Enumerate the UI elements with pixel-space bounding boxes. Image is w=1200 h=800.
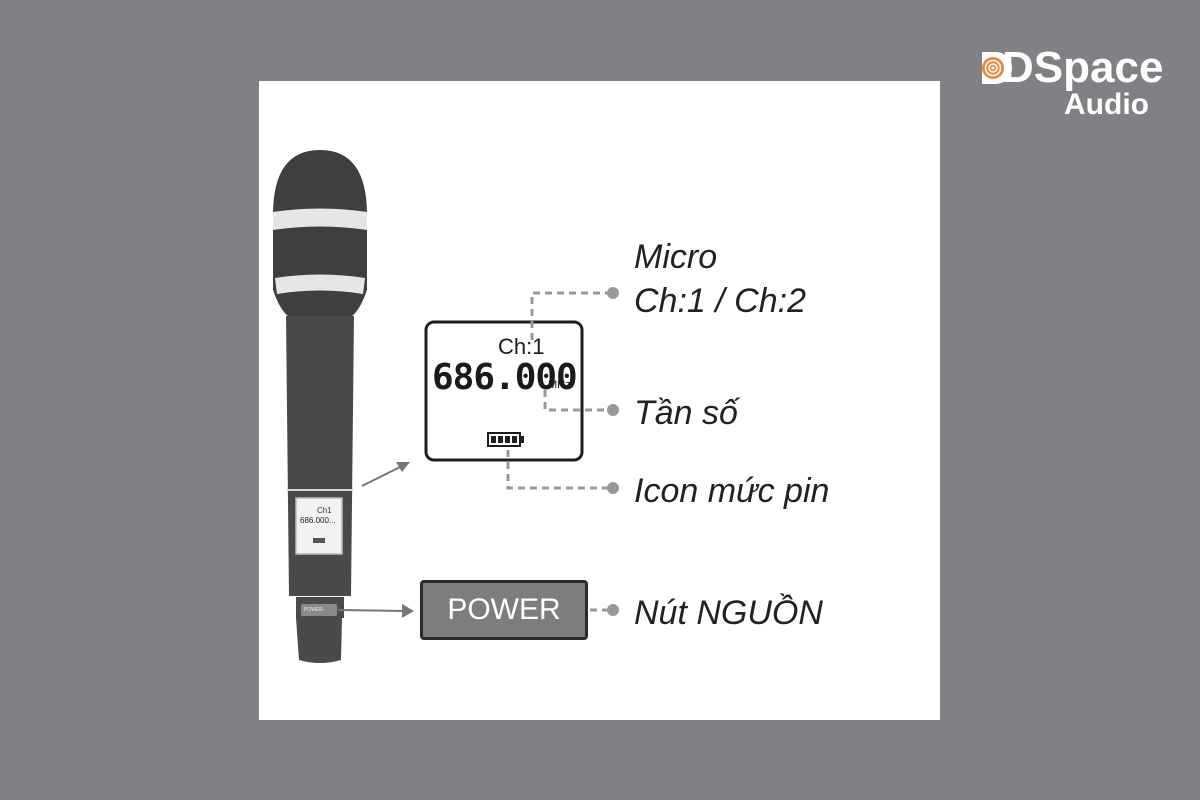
leader-dots [607,287,619,616]
mini-power-label: POWER [304,607,323,613]
leader-lines [506,291,608,612]
leader-frequency [543,390,608,412]
callout-power: Nút NGUỒN [634,594,823,632]
callout-micro-line2: Ch:1 / Ch:2 [634,282,806,320]
zoom-arrow [361,462,410,487]
diagram-panel [259,81,940,720]
mini-display-channel: Ch1 [317,506,332,515]
callout-battery: Icon mức pin [634,472,830,510]
brand-logo: DSpace Audio [976,42,1176,122]
microphone-body [286,316,354,663]
lcd-display-frame [424,320,584,462]
mini-battery-icon [313,538,325,543]
leader-micro [530,291,608,340]
callout-micro-line1: Micro [634,238,718,276]
battery-full-icon [487,432,524,447]
lcd-frequency: 686.000 [432,357,578,398]
power-arrow [337,604,414,618]
dspace-logo-mark-icon [982,52,1012,84]
leader-battery [506,450,608,490]
power-button[interactable]: POWER [420,580,588,640]
microphone-head [273,150,367,316]
brand-name-line1: DSpace [1002,43,1164,92]
lcd-frequency-unit: MHz [548,379,571,391]
mini-display-frequency: 686.000... [300,516,336,525]
lcd-channel: Ch:1 [498,334,545,359]
callout-frequency: Tần số [634,394,738,432]
brand-name-line2: Audio [1064,88,1149,121]
